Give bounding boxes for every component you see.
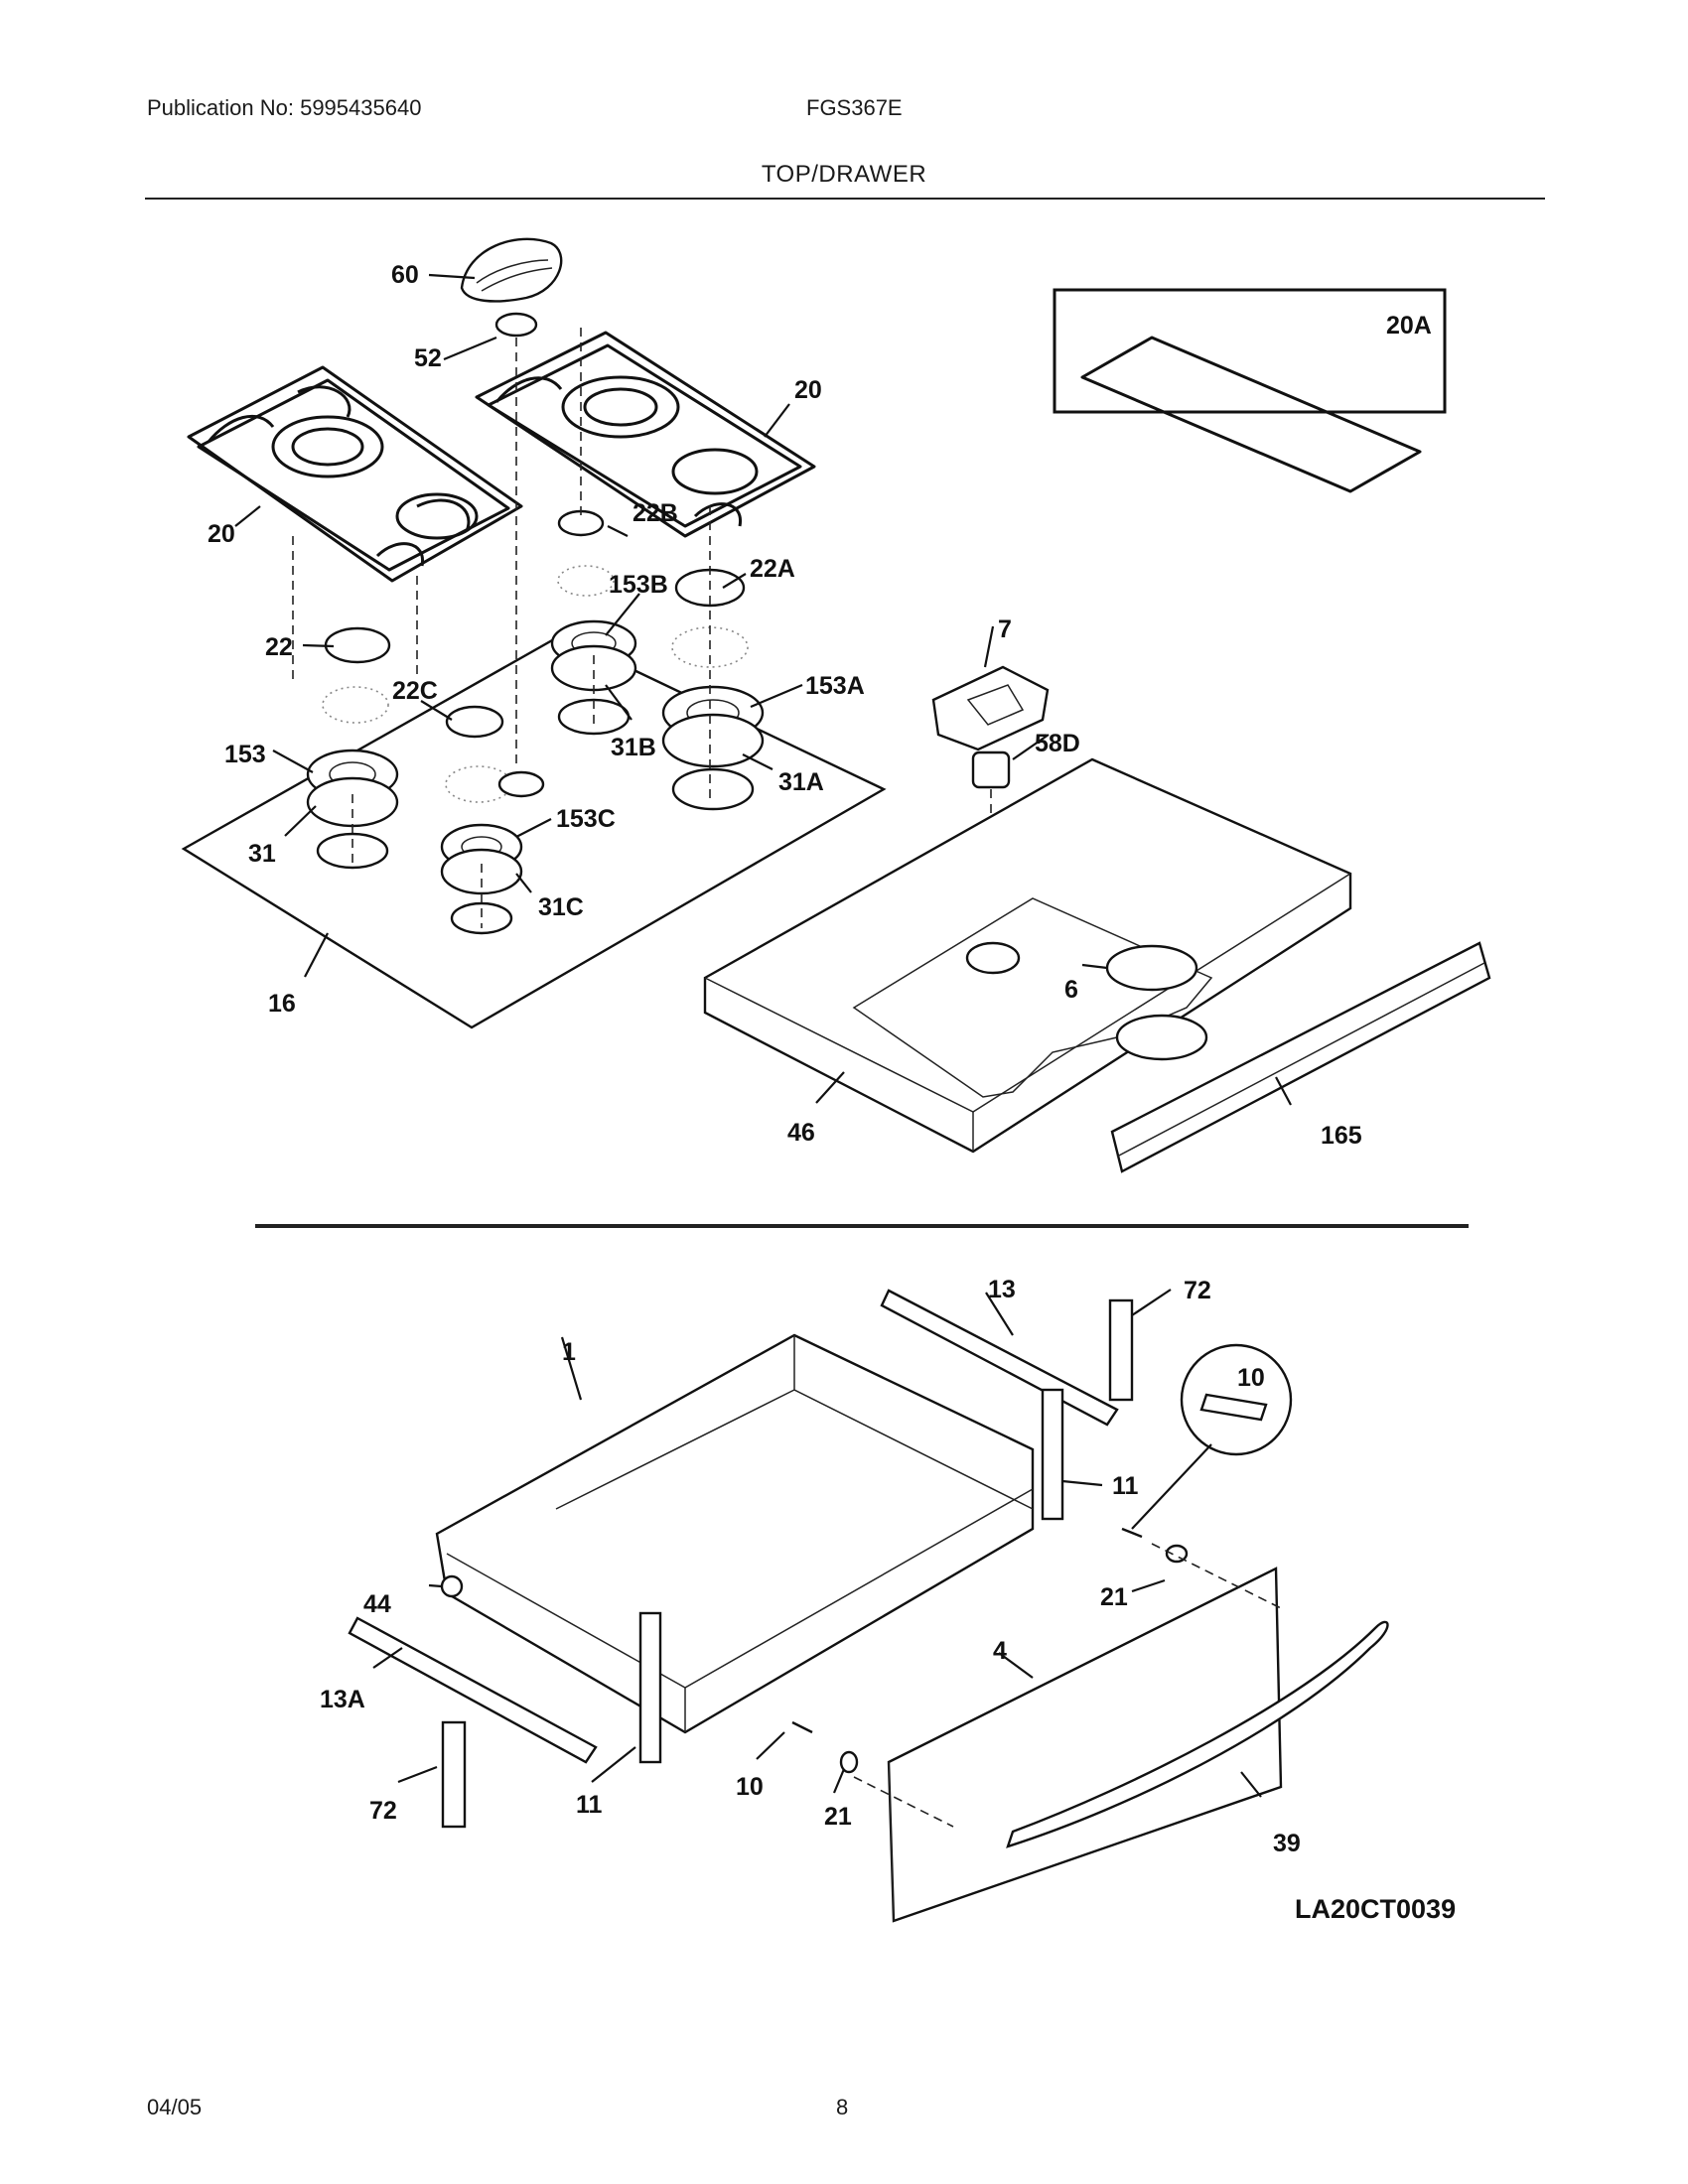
burner-base-153	[306, 749, 399, 870]
screw-10-upper	[1121, 1527, 1143, 1539]
inset-box-20A	[1053, 288, 1447, 414]
callout-153A: 153A	[805, 672, 865, 700]
callout-20-left: 20	[208, 520, 235, 548]
callout-6: 6	[1064, 976, 1078, 1004]
grommet-58D	[971, 751, 1011, 789]
drawing-code: LA20CT0039	[1295, 1894, 1456, 1924]
publication-number: Publication No: 5995435640	[147, 95, 422, 120]
callout-52: 52	[414, 344, 442, 372]
callout-153: 153	[224, 741, 266, 768]
callout-13: 13	[988, 1276, 1016, 1303]
callout-58D: 58D	[1035, 730, 1080, 757]
side-rail-165	[1110, 941, 1491, 1173]
header-rule	[145, 198, 1545, 200]
continuous-grate-20A	[1080, 336, 1422, 493]
cap-disc-52	[494, 312, 538, 338]
bracket-11-right	[1041, 1388, 1064, 1521]
left-burner-grate	[187, 365, 523, 583]
roller-44	[440, 1574, 464, 1598]
cover-plate-6	[1105, 944, 1198, 992]
callout-31B: 31B	[611, 734, 656, 761]
callout-165: 165	[1321, 1122, 1362, 1150]
leader-lines	[234, 273, 1292, 1798]
screw-10-lower	[791, 1720, 813, 1734]
callout-21-bottom: 21	[824, 1803, 852, 1831]
model-number: FGS367E	[806, 95, 903, 120]
callout-31A: 31A	[778, 768, 824, 796]
callout-11-bottom: 11	[576, 1791, 603, 1819]
callout-22A: 22A	[750, 555, 795, 583]
burner-cap-22	[324, 626, 391, 664]
callout-7: 7	[998, 615, 1012, 643]
callout-153C: 153C	[556, 805, 616, 833]
callout-21-top: 21	[1100, 1583, 1128, 1611]
callout-72-bottom: 72	[369, 1797, 397, 1825]
callout-22B: 22B	[633, 499, 678, 527]
callout-39: 39	[1273, 1830, 1301, 1857]
washer-21-upper	[1165, 1544, 1189, 1564]
gas-plate-7	[931, 665, 1050, 751]
burner-base-153A	[661, 685, 765, 811]
page-number: 8	[836, 2095, 849, 2119]
callout-10-bottom: 10	[736, 1773, 764, 1801]
callout-22C: 22C	[392, 677, 438, 705]
callout-20A: 20A	[1386, 312, 1432, 340]
drawer-slide-13A	[348, 1616, 598, 1764]
callout-72-top: 72	[1184, 1277, 1211, 1304]
callout-11-right: 11	[1112, 1472, 1139, 1500]
section-divider	[255, 1224, 1469, 1228]
burner-cap-22C	[445, 705, 504, 739]
callout-22: 22	[265, 633, 293, 661]
callout-60: 60	[391, 261, 419, 289]
callout-1: 1	[562, 1338, 576, 1366]
burner-cap-60	[460, 237, 563, 303]
drawer-handle-39	[1006, 1620, 1389, 1848]
callout-31: 31	[248, 840, 276, 868]
burner-box-46	[703, 757, 1352, 1154]
callout-44: 44	[363, 1590, 391, 1618]
callout-16: 16	[268, 990, 296, 1018]
callout-4: 4	[993, 1637, 1007, 1665]
callout-153B: 153B	[609, 571, 668, 599]
callout-46: 46	[787, 1119, 815, 1147]
callout-10-inset: 10	[1237, 1364, 1265, 1392]
bracket-11-bottom	[638, 1611, 662, 1764]
bracket-72-top	[1108, 1298, 1134, 1402]
callout-13A: 13A	[320, 1686, 365, 1713]
bracket-72-bottom	[441, 1720, 467, 1829]
footer-date: 04/05	[147, 2095, 203, 2119]
drawer-body-1	[435, 1333, 1035, 1734]
right-burner-grate	[475, 331, 816, 538]
washer-21-lower	[839, 1750, 859, 1774]
callout-31C: 31C	[538, 893, 584, 921]
callout-20-right: 20	[794, 376, 822, 404]
section-title: TOP/DRAWER	[761, 161, 927, 188]
